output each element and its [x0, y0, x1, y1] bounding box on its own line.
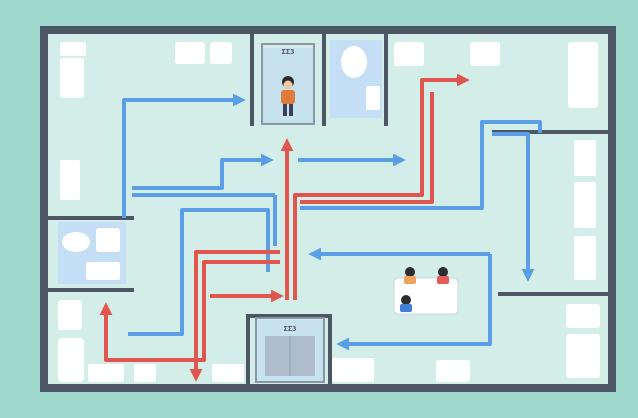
cabinet-icon [86, 262, 120, 280]
blue-route-arrow [336, 254, 492, 351]
elevator-top-label: ΣΣ3 [282, 48, 295, 56]
sink-icon [470, 42, 500, 66]
fixtures [58, 42, 600, 382]
cabinet-icon [60, 58, 84, 98]
cabinet-icon [568, 42, 598, 108]
blue-route-arrow [132, 153, 274, 190]
cabinet-icon [212, 364, 244, 382]
red-route-line [300, 92, 434, 204]
sink-icon [60, 42, 86, 56]
cabinet-icon [88, 364, 124, 382]
cabinet-icon [134, 364, 156, 382]
table-icon [393, 267, 459, 315]
bathtub-icon [58, 338, 84, 382]
sink-icon [96, 228, 120, 252]
red-route-arrow [293, 73, 470, 300]
elevator-doors-icon [265, 336, 315, 376]
blue-routes [122, 93, 542, 351]
shelf-icon [60, 160, 80, 200]
elevator-bottom: ΣΣ3 [255, 317, 325, 383]
toilet-icon [341, 46, 367, 78]
elevator-bottom-label: ΣΣ3 [284, 325, 297, 333]
sink-icon [58, 300, 82, 330]
red-route-arrow [99, 260, 280, 362]
sink-icon [175, 42, 205, 64]
cabinet-icon [332, 358, 374, 382]
blue-route-arrow [122, 93, 246, 218]
red-route-arrow [189, 250, 280, 382]
sink-icon [566, 304, 600, 328]
sink-icon [436, 360, 470, 382]
red-routes [99, 73, 470, 382]
toilet-icon [62, 232, 90, 252]
sink-icon [210, 42, 232, 64]
walls [40, 26, 616, 392]
elevator-top: ΣΣ3 [261, 43, 315, 125]
cabinet-icon [566, 334, 600, 378]
shelf-icon [574, 236, 596, 280]
blue-route-line [128, 208, 270, 336]
person-icon [281, 76, 295, 116]
shelf-icon [574, 140, 596, 176]
sink-icon [394, 42, 424, 66]
sink-icon [366, 86, 380, 110]
shelf-icon [574, 182, 596, 228]
blue-route-arrow [492, 132, 535, 282]
blue-route-line [300, 120, 542, 210]
